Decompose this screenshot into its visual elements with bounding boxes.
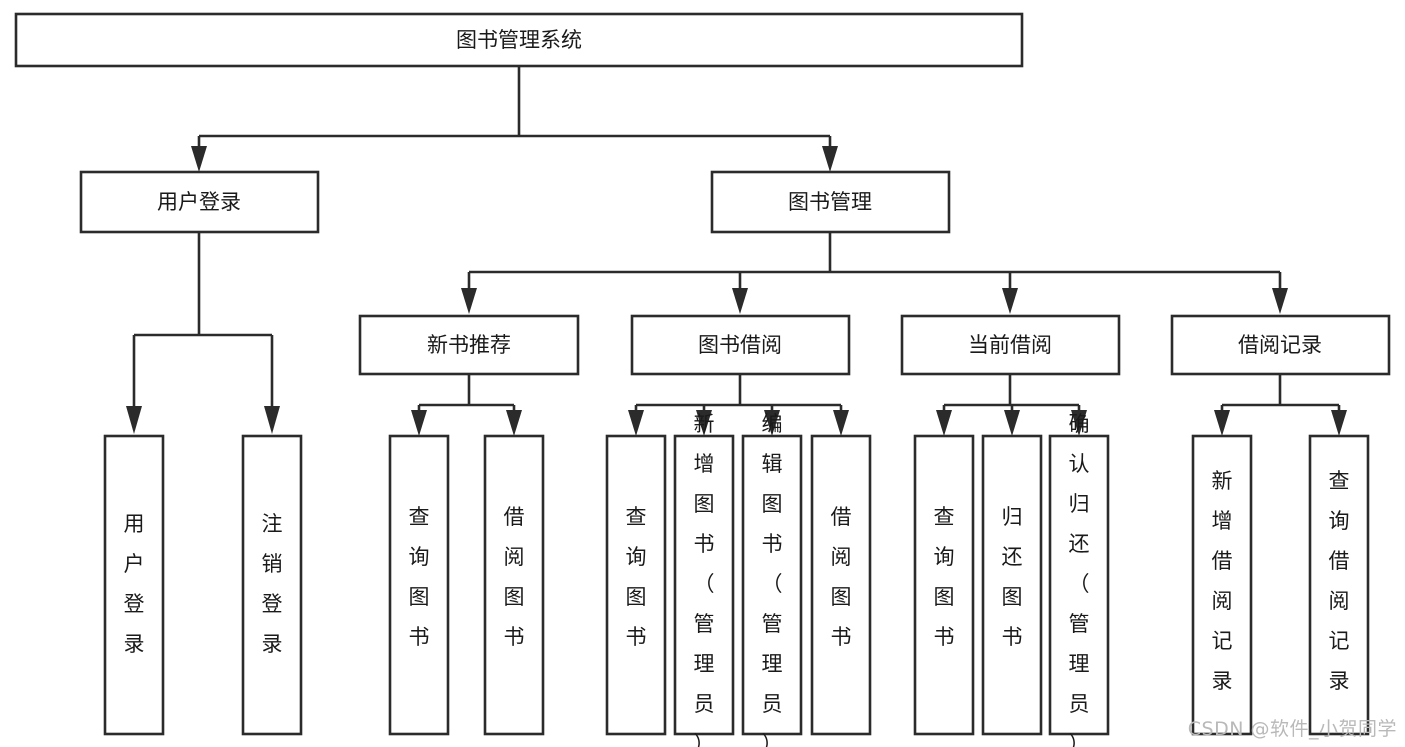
node-leaf-user-login[interactable]: 用户登录 <box>103 434 165 736</box>
arrow-leaf-logout-login <box>264 406 280 434</box>
node-leaf-return-book[interactable]: 归还图书 <box>981 434 1043 736</box>
node-leaf-edit-book-admin[interactable]: 编辑图书（管理员） <box>741 412 803 747</box>
leaf-nodes-layer: 用户登录 注销登录 查询图书 借阅图书 查询图书 新增图书（管理员） <box>103 412 1370 747</box>
node-book-management-label: 图书管理 <box>788 190 872 214</box>
node-borrow-record-box[interactable] <box>1170 314 1391 376</box>
arrow-to-borrow-record <box>1272 288 1288 314</box>
node-book-borrow-box[interactable] <box>630 314 851 376</box>
node-leaf-borrow-book-1-label: 借阅图书 <box>504 505 525 649</box>
arrow-leaf-add-book-admin <box>696 410 712 436</box>
node-leaf-add-borrow-record-label: 新增借阅记录 <box>1212 469 1233 693</box>
arrow-leaf-query-borrow-record <box>1331 410 1347 436</box>
arrow-to-current-borrow <box>1002 288 1018 314</box>
node-book-management-box[interactable] <box>710 170 951 234</box>
arrow-leaf-user-login <box>126 406 142 434</box>
node-leaf-query-borrow-record-label: 查询借阅记录 <box>1329 469 1350 693</box>
node-borrow-record-label: 借阅记录 <box>1238 333 1322 357</box>
node-current-borrow-box[interactable] <box>900 314 1121 376</box>
node-leaf-confirm-return-admin[interactable]: 确认归还（管理员） <box>1048 412 1110 747</box>
node-leaf-add-borrow-record-box[interactable] <box>1191 434 1253 736</box>
node-leaf-confirm-return-admin-box[interactable] <box>1048 434 1110 736</box>
node-leaf-logout-login-box[interactable] <box>241 434 303 736</box>
node-leaf-query-book-3-label: 查询图书 <box>934 505 955 649</box>
node-leaf-borrow-book-2[interactable]: 借阅图书 <box>810 434 872 736</box>
arrow-leaf-query-book-2 <box>628 410 644 436</box>
node-leaf-add-borrow-record[interactable]: 新增借阅记录 <box>1191 434 1253 736</box>
node-book-borrow-label: 图书借阅 <box>698 333 782 357</box>
node-leaf-query-book-1-box[interactable] <box>388 434 450 736</box>
node-leaf-return-book-box[interactable] <box>981 434 1043 736</box>
arrow-leaf-borrow-book-2 <box>833 410 849 436</box>
node-user-login-box[interactable] <box>79 170 320 234</box>
arrow-leaf-edit-book-admin <box>764 410 780 436</box>
node-leaf-query-book-2-box[interactable] <box>605 434 667 736</box>
node-new-book-recommend-box[interactable] <box>358 314 580 376</box>
node-leaf-query-book-2-label: 查询图书 <box>626 505 647 649</box>
node-leaf-user-login-box[interactable] <box>103 434 165 736</box>
node-current-borrow-label: 当前借阅 <box>968 333 1052 357</box>
node-leaf-query-borrow-record[interactable]: 查询借阅记录 <box>1308 434 1370 736</box>
node-leaf-add-book-admin-label: 新增图书（管理员） <box>694 412 715 747</box>
node-leaf-query-book-2[interactable]: 查询图书 <box>605 434 667 736</box>
arrow-leaf-query-book-3 <box>936 410 952 436</box>
connector-layer <box>126 66 1347 436</box>
node-leaf-logout-login-label: 注销登录 <box>262 512 283 656</box>
node-root-label: 图书管理系统 <box>456 28 582 52</box>
node-leaf-borrow-book-2-box[interactable] <box>810 434 872 736</box>
arrow-leaf-return-book <box>1004 410 1020 436</box>
node-borrow-record[interactable]: 借阅记录 <box>1170 314 1391 376</box>
node-leaf-borrow-book-1-box[interactable] <box>483 434 545 736</box>
node-leaf-query-book-1-label: 查询图书 <box>409 505 430 649</box>
node-leaf-query-book-1[interactable]: 查询图书 <box>388 434 450 736</box>
node-leaf-query-borrow-record-box[interactable] <box>1308 434 1370 736</box>
node-leaf-add-book-admin-box[interactable] <box>673 434 735 736</box>
node-leaf-confirm-return-admin-label: 确认归还（管理员） <box>1069 412 1090 747</box>
arrow-leaf-add-borrow-record <box>1214 410 1230 436</box>
node-leaf-edit-book-admin-box[interactable] <box>741 434 803 736</box>
node-book-management[interactable]: 图书管理 <box>710 170 951 234</box>
node-user-login[interactable]: 用户登录 <box>79 170 320 234</box>
node-root-box[interactable] <box>14 12 1024 68</box>
node-user-login-label: 用户登录 <box>157 190 241 214</box>
arrow-leaf-query-book-1 <box>411 410 427 436</box>
node-leaf-query-book-3[interactable]: 查询图书 <box>913 434 975 736</box>
node-leaf-edit-book-admin-label: 编辑图书（管理员） <box>762 412 783 747</box>
node-leaf-add-book-admin[interactable]: 新增图书（管理员） <box>673 412 735 747</box>
arrow-to-book-borrow <box>732 288 748 314</box>
node-current-borrow[interactable]: 当前借阅 <box>900 314 1121 376</box>
node-leaf-query-book-3-box[interactable] <box>913 434 975 736</box>
arrow-to-new-book-recommend <box>461 288 477 314</box>
node-leaf-return-book-label: 归还图书 <box>1002 505 1023 649</box>
arrow-leaf-borrow-book-1 <box>506 410 522 436</box>
arrow-leaf-confirm-return-admin <box>1071 410 1087 436</box>
node-new-book-recommend-label: 新书推荐 <box>427 333 511 357</box>
arrow-to-user-login <box>191 146 207 172</box>
node-leaf-borrow-book-2-label: 借阅图书 <box>831 505 852 649</box>
node-leaf-borrow-book-1[interactable]: 借阅图书 <box>483 434 545 736</box>
node-new-book-recommend[interactable]: 新书推荐 <box>358 314 580 376</box>
node-book-borrow[interactable]: 图书借阅 <box>630 314 851 376</box>
node-leaf-logout-login[interactable]: 注销登录 <box>241 434 303 736</box>
arrow-to-book-management <box>822 146 838 172</box>
node-root[interactable]: 图书管理系统 <box>14 12 1024 68</box>
node-leaf-user-login-label: 用户登录 <box>124 512 145 656</box>
